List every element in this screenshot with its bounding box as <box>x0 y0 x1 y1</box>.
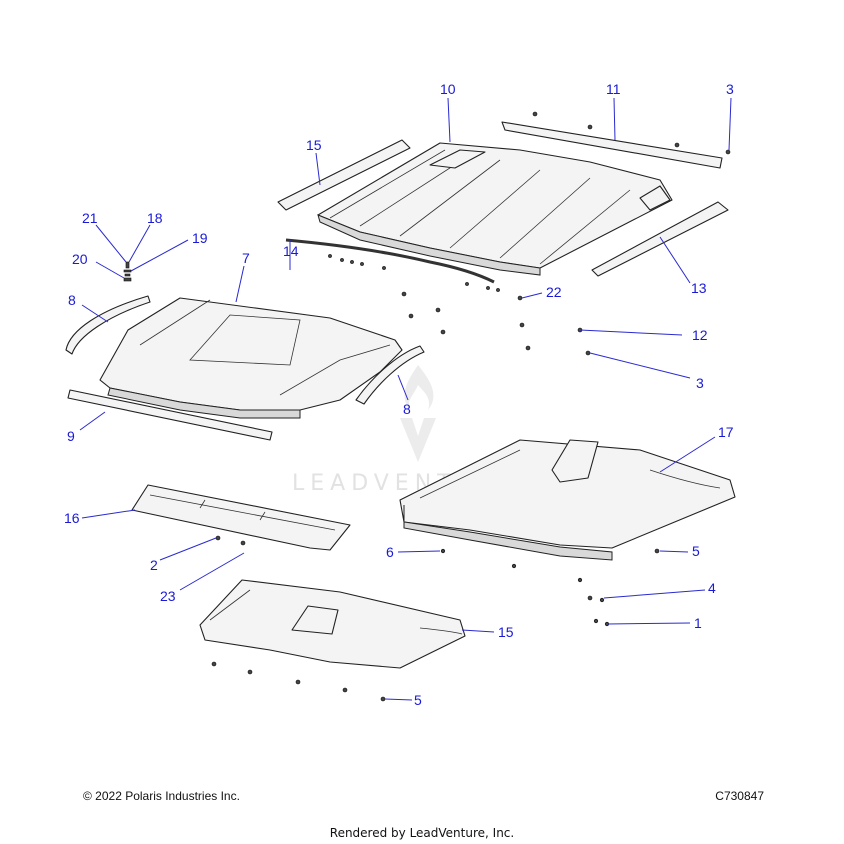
callout-18: 18 <box>147 210 163 226</box>
front-roof-cap <box>99 297 403 419</box>
drawing-number: C730847 <box>715 789 764 803</box>
right-cap-trim <box>355 345 425 405</box>
callout-16: 16 <box>64 510 80 526</box>
front-header-bar <box>131 484 351 551</box>
callout-14: 14 <box>283 243 299 259</box>
roof-panel <box>317 142 673 276</box>
callout-13: 13 <box>691 280 707 296</box>
callout-1: 1 <box>694 615 702 631</box>
callout-5-right: 5 <box>692 543 700 559</box>
right-roof-seal <box>591 201 729 277</box>
rendered-by-text: Rendered by LeadVenture, Inc. <box>329 826 515 840</box>
callout-11: 11 <box>606 81 621 97</box>
callout-23: 23 <box>160 588 176 604</box>
front-headliner <box>199 579 466 669</box>
callout-10: 10 <box>440 81 456 97</box>
left-roof-seal <box>277 139 411 211</box>
rear-headliner <box>399 439 736 561</box>
callout-5-bottom: 5 <box>414 692 422 708</box>
callout-6: 6 <box>386 544 394 560</box>
mid-fasteners <box>215 535 660 627</box>
callout-2: 2 <box>150 557 158 573</box>
callout-17: 17 <box>718 424 734 440</box>
callout-9: 9 <box>67 428 75 444</box>
front-roof-seal <box>285 238 495 284</box>
callout-15-bottom: 15 <box>498 624 514 640</box>
callout-12: 12 <box>692 327 708 343</box>
callout-21: 21 <box>82 210 98 226</box>
cap-bottom-seal <box>67 389 273 441</box>
callout-7: 7 <box>242 250 250 266</box>
callout-22: 22 <box>546 284 562 300</box>
cap-hardware-stack <box>123 261 132 282</box>
copyright-text: © 2022 Polaris Industries Inc. <box>83 789 240 803</box>
left-cap-trim <box>65 295 151 355</box>
callout-3-mid: 3 <box>696 375 704 391</box>
bottom-fasteners <box>211 661 386 702</box>
callout-8-left: 8 <box>68 292 76 308</box>
callout-19: 19 <box>192 230 208 246</box>
callout-20: 20 <box>72 251 88 267</box>
roof-fasteners <box>328 254 591 356</box>
rear-roof-bar <box>501 111 731 169</box>
callout-3-top: 3 <box>726 81 734 97</box>
callout-8-right: 8 <box>403 401 411 417</box>
callout-15-top: 15 <box>306 137 322 153</box>
leader-lines <box>79 97 732 701</box>
callout-4: 4 <box>708 580 716 596</box>
